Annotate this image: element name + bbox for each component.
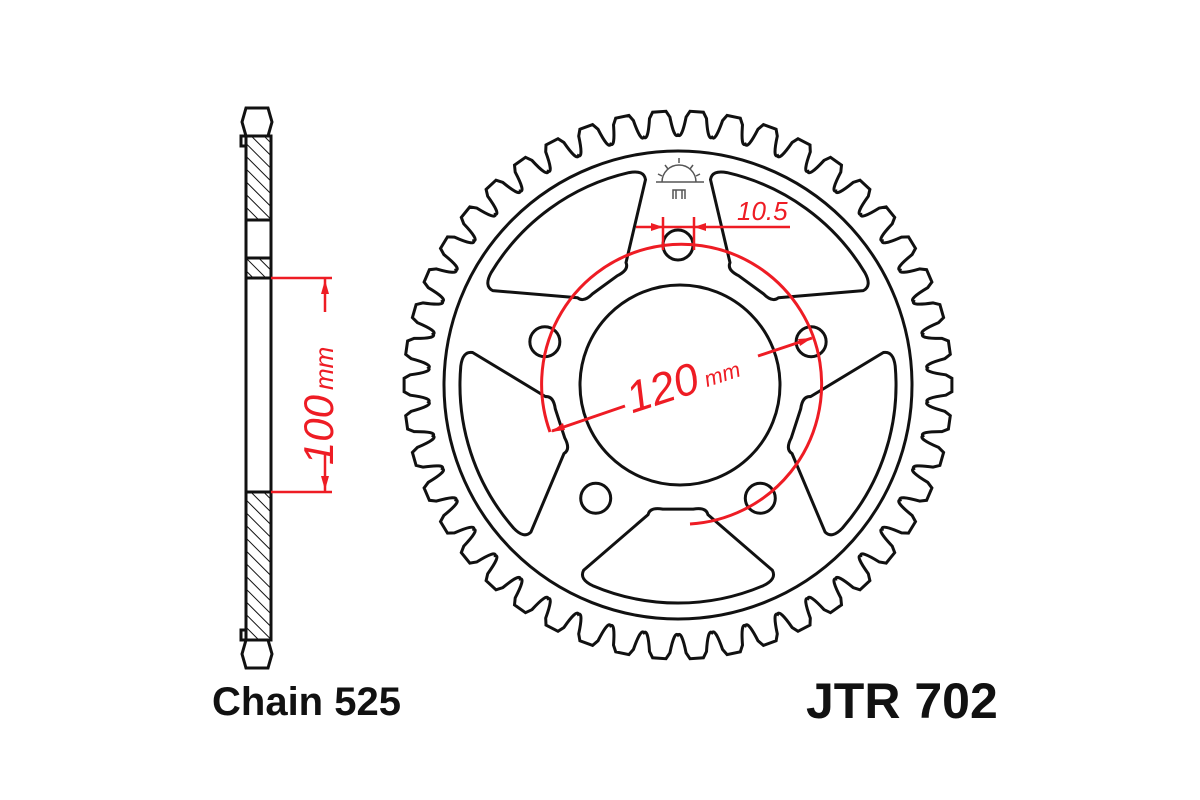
bolt-hole-value: 10.5: [737, 196, 788, 226]
chain-label: Chain 525: [212, 680, 401, 724]
lightening-window: [486, 170, 647, 302]
pcd-unit: mm: [701, 357, 744, 392]
bore-unit: mm: [309, 347, 339, 390]
part-number: JTR 702: [806, 673, 998, 729]
lightening-window: [458, 350, 570, 537]
center-bore: [578, 283, 782, 487]
bolt-hole: [579, 481, 613, 515]
lightening-window: [709, 170, 870, 302]
sprocket-teeth: [402, 109, 954, 661]
pcd-label: 120 mm: [620, 354, 744, 423]
inner-ring: [442, 149, 914, 621]
bore-dimension: [271, 276, 332, 494]
bolt-hole-dimension: [636, 217, 790, 250]
pcd-value: 120: [620, 354, 705, 423]
lightening-window: [786, 350, 898, 537]
lightening-window: [580, 507, 776, 605]
sun-logo-icon: [656, 158, 704, 199]
bolt-hole: [743, 481, 777, 515]
bore-value: 100: [295, 394, 342, 465]
pcd-dimension: [540, 242, 824, 526]
bore-dimension-label: 100 mm: [295, 347, 342, 465]
side-profile: [239, 106, 274, 670]
